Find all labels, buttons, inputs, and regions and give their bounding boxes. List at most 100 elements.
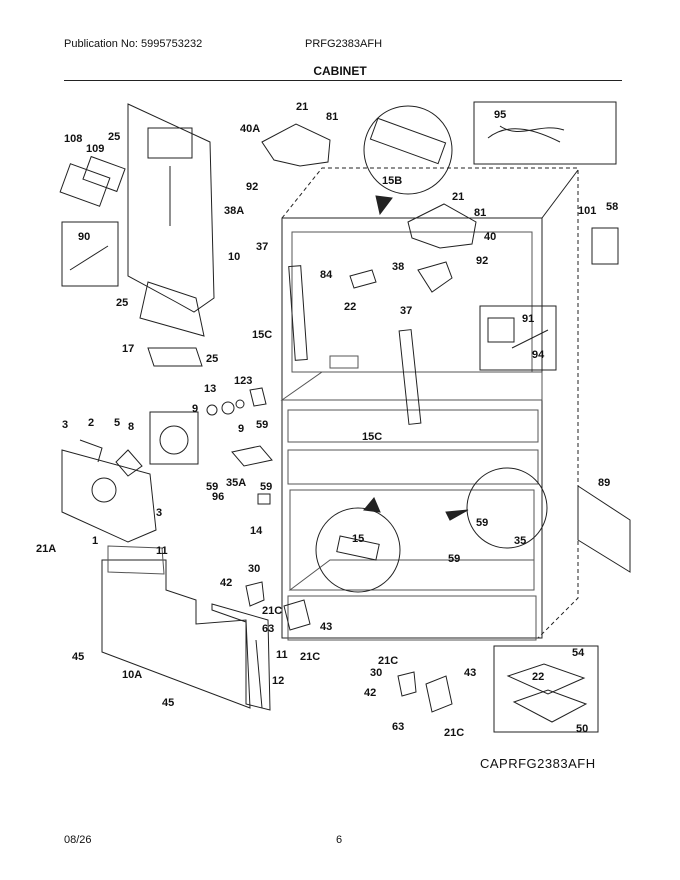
part-label-p95: 95 bbox=[494, 109, 506, 121]
part-11-gasket-top bbox=[107, 545, 165, 575]
part-label-p92a: 92 bbox=[246, 181, 258, 193]
part-label-p15Ca: 15C bbox=[252, 329, 272, 341]
part-label-p30b: 30 bbox=[370, 667, 382, 679]
part-15C-right-strip bbox=[398, 329, 422, 425]
part-label-p14: 14 bbox=[250, 525, 263, 537]
part-label-p89: 89 bbox=[598, 477, 610, 489]
part-109-shape bbox=[82, 155, 126, 193]
part-123-shape bbox=[249, 387, 267, 407]
part-labels: 108109251090251725218140A9238A3715B95101… bbox=[36, 101, 618, 739]
part-label-p63b: 63 bbox=[392, 721, 404, 733]
part-label-p59a: 59 bbox=[256, 419, 268, 431]
part-95-box bbox=[473, 101, 617, 165]
part-label-p9a: 9 bbox=[192, 403, 198, 415]
part-label-p123: 123 bbox=[234, 375, 252, 387]
part-label-p21Ca: 21C bbox=[262, 605, 282, 617]
part-label-p59e: 59 bbox=[448, 553, 460, 565]
part-label-p12: 12 bbox=[272, 675, 284, 687]
model-number: PRFG2383AFH bbox=[305, 38, 383, 50]
part-label-p35A: 35A bbox=[226, 477, 246, 489]
part-label-p21b: 21 bbox=[452, 191, 464, 203]
part-15-callout bbox=[315, 507, 401, 593]
part-label-p59b: 59 bbox=[206, 481, 218, 493]
cabinet-body bbox=[280, 167, 579, 641]
part-84-shape bbox=[349, 269, 377, 289]
part-label-p15B: 15B bbox=[382, 175, 402, 187]
part-label-p54: 54 bbox=[572, 647, 585, 659]
part-101-shape bbox=[591, 227, 619, 265]
part-43-hinge-a bbox=[283, 599, 311, 631]
part-label-p15Cb: 15C bbox=[362, 431, 382, 443]
part-11-gasket-bottom bbox=[211, 603, 271, 711]
part-35A-shape bbox=[231, 445, 273, 467]
part-label-p108: 108 bbox=[64, 133, 82, 145]
fan-shroud bbox=[149, 411, 199, 465]
part-label-p92b: 92 bbox=[476, 255, 488, 267]
part-label-p40A: 40A bbox=[240, 123, 260, 135]
part-label-p84: 84 bbox=[320, 269, 333, 281]
part-label-p10: 10 bbox=[228, 251, 240, 263]
part-label-p90: 90 bbox=[78, 231, 90, 243]
footer-date: 08/26 bbox=[64, 834, 92, 846]
part-label-p59c: 59 bbox=[260, 481, 272, 493]
part-label-p17: 17 bbox=[122, 343, 134, 355]
part-label-p37b: 37 bbox=[400, 305, 412, 317]
part-108-shape bbox=[59, 163, 111, 207]
section-title: CABINET bbox=[313, 64, 367, 78]
part-label-p21A: 21A bbox=[36, 543, 56, 555]
part-90-box bbox=[61, 221, 119, 287]
part-label-p11b: 11 bbox=[276, 649, 288, 661]
part-label-p96: 96 bbox=[212, 491, 224, 503]
part-label-p35: 35 bbox=[514, 535, 526, 547]
part-50-54-box bbox=[493, 645, 599, 733]
part-label-p63a: 63 bbox=[262, 623, 274, 635]
part-label-p5: 5 bbox=[114, 417, 120, 429]
part-17-shape bbox=[147, 347, 203, 367]
part-label-p2: 2 bbox=[88, 417, 94, 429]
part-label-p43b: 43 bbox=[464, 667, 476, 679]
part-40-shape bbox=[407, 203, 477, 249]
part-14-shape bbox=[257, 493, 271, 505]
part-label-p109: 109 bbox=[86, 143, 104, 155]
part-label-p8: 8 bbox=[128, 421, 134, 433]
part-label-p91: 91 bbox=[522, 313, 534, 325]
part-label-p11a: 11 bbox=[156, 545, 168, 557]
part-label-p3b: 3 bbox=[156, 507, 162, 519]
part-label-p38A: 38A bbox=[224, 205, 244, 217]
part-label-p42b: 42 bbox=[364, 687, 376, 699]
part-38-shape bbox=[417, 261, 453, 293]
part-43-hinge-b bbox=[425, 675, 453, 713]
part-label-p101: 101 bbox=[578, 205, 596, 217]
part-label-p25c: 25 bbox=[206, 353, 218, 365]
part-label-p40: 40 bbox=[484, 231, 496, 243]
part-2-shape bbox=[79, 439, 103, 463]
header-rule bbox=[64, 80, 622, 81]
part-label-p94: 94 bbox=[532, 349, 545, 361]
part-label-p21a: 21 bbox=[296, 101, 308, 113]
part-label-p30a: 30 bbox=[248, 563, 260, 575]
part-label-p22a: 22 bbox=[344, 301, 356, 313]
part-10A-panel bbox=[101, 559, 251, 709]
part-40A-shape bbox=[261, 123, 331, 167]
part-91-94-box bbox=[479, 305, 557, 371]
part-15B-callout bbox=[363, 105, 453, 195]
part-label-p21Cb: 21C bbox=[300, 651, 320, 663]
part-label-p58: 58 bbox=[606, 201, 618, 213]
part-30-hinge-a bbox=[245, 581, 265, 607]
page-number: 6 bbox=[336, 834, 343, 846]
part-label-p15: 15 bbox=[352, 533, 364, 545]
part-label-p45a: 45 bbox=[72, 651, 84, 663]
publication-number: Publication No: 5995753232 bbox=[64, 38, 203, 50]
part-label-p43a: 43 bbox=[320, 621, 332, 633]
part-label-p22b: 22 bbox=[532, 671, 544, 683]
part-89-panel bbox=[577, 485, 631, 573]
part-label-p37a: 37 bbox=[256, 241, 268, 253]
part-label-p42a: 42 bbox=[220, 577, 232, 589]
diagram-code: CAPRFG2383AFH bbox=[480, 756, 596, 771]
part-label-p21Cc: 21C bbox=[378, 655, 398, 667]
part-label-p59d: 59 bbox=[476, 517, 488, 529]
part-label-p3a: 3 bbox=[62, 419, 68, 431]
evaporator-cover bbox=[61, 449, 157, 543]
part-label-p10A: 10A bbox=[122, 669, 142, 681]
rear-panel bbox=[127, 103, 215, 337]
